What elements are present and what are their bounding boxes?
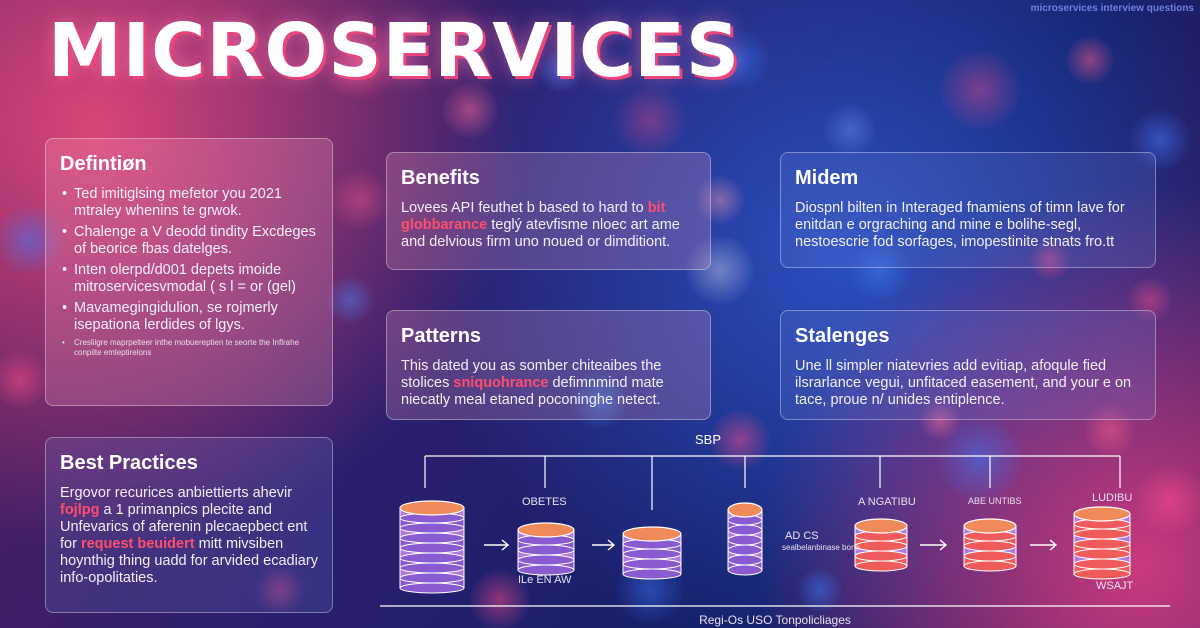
page-title: MICROSERVICES: [48, 8, 741, 94]
diagram-label: AD CS: [785, 530, 819, 542]
midem-card: Midem Diospnl bilten in Interaged fnamie…: [780, 152, 1156, 268]
text-fragment: stolices: [401, 375, 454, 391]
connector-lines: [380, 455, 1170, 607]
diagram-label: ABE UNTIBS: [968, 496, 1022, 506]
text-fragment: and delvious firm uno noued or dimdition…: [401, 234, 671, 250]
list-item: Inten olerpd/d001 depets imoide mitroser…: [62, 262, 318, 296]
stalenges-card: Stalenges Une ll simpler niatevries add …: [780, 310, 1156, 420]
bokeh-circle: [326, 276, 374, 324]
database-stack-icon: [1073, 506, 1131, 580]
midem-text: Diospnl bilten in Interaged fnamiens of …: [795, 200, 1125, 250]
text-fragment: niecatly meal etaned poconinghe netect.: [401, 392, 661, 408]
site-label: microservices interview questions: [1030, 3, 1194, 14]
text-fragment: teglý atevfisme nloec art ame: [487, 217, 680, 233]
list-item: Mavamegingidulion, se rojmerly isepation…: [62, 300, 318, 334]
patterns-card: Patterns This dated you as somber chitea…: [386, 310, 711, 420]
highlight-text: request beuidert: [80, 536, 195, 552]
definition-heading: Defintiøn: [60, 153, 147, 175]
diagram-top-label: SBP: [695, 432, 722, 447]
arrow-icon: [592, 539, 616, 551]
diagram-sub-label: sealbelanbinase bone: [782, 543, 860, 552]
database-stack-icon: [399, 500, 465, 594]
definition-list: Ted imitiglsing mefetor you 2021 mtraley…: [60, 186, 318, 358]
text-fragment: Lovees API feuthet b based to hard to: [401, 200, 648, 216]
diagram-bottom-label: Regi-Os USO Tonpolicliages: [699, 613, 851, 627]
arrow-icon: [484, 539, 510, 551]
stalenges-text: Une ll simpler niatevries add evitiap, a…: [795, 358, 1132, 408]
database-stack-icon: [517, 522, 575, 576]
patterns-text: This dated you as somber chiteaibes the …: [401, 358, 696, 409]
midem-heading: Midem: [795, 167, 859, 189]
database-stack-icon: [854, 518, 908, 572]
best-practices-text: Ergovor recurices anbiettierts ahevir fo…: [60, 485, 318, 587]
text-fragment: This dated you as somber chiteaibes the: [401, 358, 662, 374]
text-fragment: a 1 primanpics plecite and: [99, 502, 272, 518]
bokeh-circle: [940, 50, 1020, 130]
highlight-text: fojlpg: [60, 502, 100, 518]
bokeh-circle: [824, 104, 876, 156]
list-item: Ted imitiglsing mefetor you 2021 mtraley…: [62, 186, 318, 220]
arrow-icon: [1030, 539, 1058, 551]
bokeh-circle: [614, 84, 686, 156]
benefits-heading: Benefits: [401, 167, 480, 189]
best-practices-card: Best Practices Ergovor recurices anbiett…: [45, 437, 333, 613]
definition-card: Defintiøn Ted imitiglsing mefetor you 20…: [45, 138, 333, 406]
text-fragment: mitt mivsiben: [194, 536, 284, 552]
diagram-label: ILe EN AW: [518, 574, 572, 586]
text-fragment: Unfevarics of aferenin plecaepbect ent: [60, 519, 308, 535]
list-item: Chalenge a V deodd tindity Excdeges of b…: [62, 224, 318, 258]
database-stack-icon: [622, 526, 682, 580]
diagram-label: LUDIBU: [1092, 492, 1133, 504]
arrow-icon: [920, 539, 948, 551]
highlight-text: sniquohrance: [453, 375, 549, 391]
text-fragment: hoynthig thing uadd for arvided ecadiary: [60, 553, 318, 569]
text-fragment: for: [60, 536, 81, 552]
highlight-text: bit: [647, 200, 666, 216]
bokeh-circle: [330, 170, 390, 230]
patterns-heading: Patterns: [401, 325, 482, 347]
diagram-label: A NGATIBU: [858, 496, 916, 508]
database-stack-icon: [727, 502, 763, 576]
bokeh-circle: [1066, 36, 1114, 84]
diagram-label: OBETES: [522, 496, 567, 508]
benefits-card: Benefits Lovees API feuthet b based to h…: [386, 152, 711, 270]
diagram-label: WSAJT: [1096, 580, 1134, 592]
database-stack-icon: [963, 518, 1017, 572]
bokeh-circle: [0, 352, 48, 408]
text-fragment: info-opolitaties.: [60, 570, 158, 586]
text-fragment: Ergovor recurices anbiettierts ahevir: [60, 485, 293, 501]
stalenges-heading: Stalenges: [795, 325, 890, 347]
definition-note: Cresliigre maprpelteer inthe mobuereptie…: [62, 338, 318, 358]
best-practices-heading: Best Practices: [60, 452, 198, 474]
architecture-diagram: SBP OBETES ILe EN AW AD CS sealbelanbina…: [380, 430, 1170, 628]
text-fragment: defimnmind mate: [548, 375, 664, 391]
benefits-text: Lovees API feuthet b based to hard to bi…: [401, 200, 696, 251]
highlight-text: globbarance: [401, 217, 488, 233]
diagram-svg: [380, 455, 1170, 607]
